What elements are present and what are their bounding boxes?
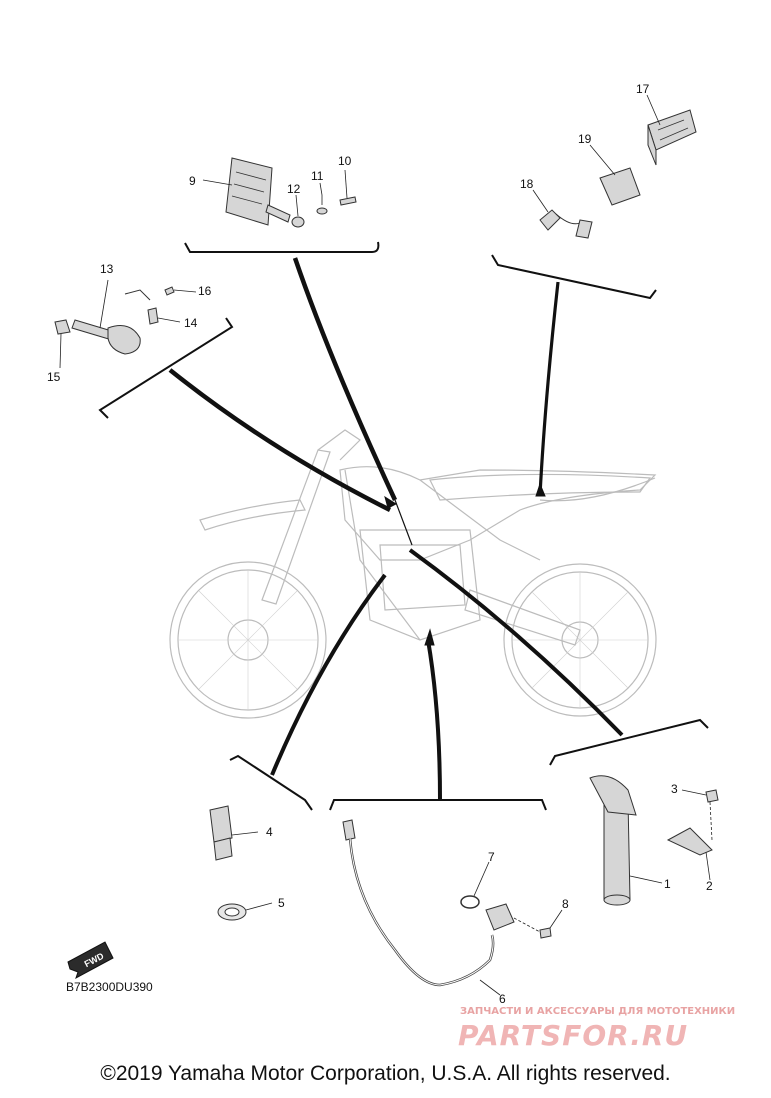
watermark-brand: PARTSFOR.RU bbox=[458, 1019, 688, 1052]
callout-18: 18 bbox=[520, 177, 534, 191]
motorcycle-illustration bbox=[169, 429, 657, 719]
callout-7: 7 bbox=[488, 850, 495, 864]
part-screw-3 bbox=[705, 789, 719, 803]
part-ecu bbox=[225, 157, 291, 226]
part-screw-11 bbox=[316, 195, 328, 215]
callout-15: 15 bbox=[47, 370, 61, 384]
callout-5: 5 bbox=[278, 896, 285, 910]
callout-14: 14 bbox=[184, 316, 198, 330]
part-ignition-coil bbox=[71, 319, 141, 355]
callout-6: 6 bbox=[499, 992, 506, 1006]
callout-11: 11 bbox=[311, 169, 324, 183]
part-connector-18 bbox=[539, 209, 593, 239]
callout-9: 9 bbox=[189, 174, 196, 188]
part-module-19 bbox=[599, 167, 641, 206]
part-bracket-2 bbox=[666, 827, 713, 856]
callout-3: 3 bbox=[671, 782, 678, 796]
callout-leader-lines bbox=[59, 94, 711, 996]
part-bracket-14 bbox=[124, 289, 159, 325]
part-nut-12 bbox=[291, 216, 305, 228]
part-throttle-grip-1 bbox=[589, 775, 637, 906]
part-bolt-16 bbox=[164, 286, 175, 296]
diagram-code: B7B2300DU390 bbox=[66, 980, 153, 994]
callout-10: 10 bbox=[338, 154, 352, 168]
part-harness-6 bbox=[342, 819, 495, 987]
fwd-arrow: FWD bbox=[67, 941, 114, 980]
callout-19: 19 bbox=[578, 132, 592, 146]
part-oring-7 bbox=[460, 895, 480, 909]
watermark: ЗАПЧАСТИ И АКСЕССУАРЫ ДЛЯ МОТОТЕХНИКИ PA… bbox=[458, 1006, 735, 1052]
copyright-notice: ©2019 Yamaha Motor Corporation, U.S.A. A… bbox=[100, 1062, 671, 1085]
part-relay-17 bbox=[647, 109, 697, 166]
callout-17: 17 bbox=[636, 82, 650, 96]
callout-8: 8 bbox=[562, 897, 569, 911]
callout-2: 2 bbox=[706, 879, 713, 893]
watermark-subtitle: ЗАПЧАСТИ И АКСЕССУАРЫ ДЛЯ МОТОТЕХНИКИ bbox=[460, 1006, 735, 1017]
callout-13: 13 bbox=[100, 262, 114, 276]
part-cap-15 bbox=[54, 319, 71, 335]
callout-1: 1 bbox=[664, 877, 671, 891]
part-sensor-4 bbox=[209, 805, 233, 861]
callout-16: 16 bbox=[198, 284, 212, 298]
part-sensor-8 bbox=[485, 903, 552, 939]
group-leader-lines bbox=[168, 257, 624, 801]
callout-12: 12 bbox=[287, 182, 301, 196]
callout-4: 4 bbox=[266, 825, 273, 839]
part-bolt-10 bbox=[339, 196, 357, 206]
callout-numbers: 1 2 3 4 5 6 7 8 9 10 11 12 13 14 15 16 1… bbox=[47, 82, 713, 1006]
